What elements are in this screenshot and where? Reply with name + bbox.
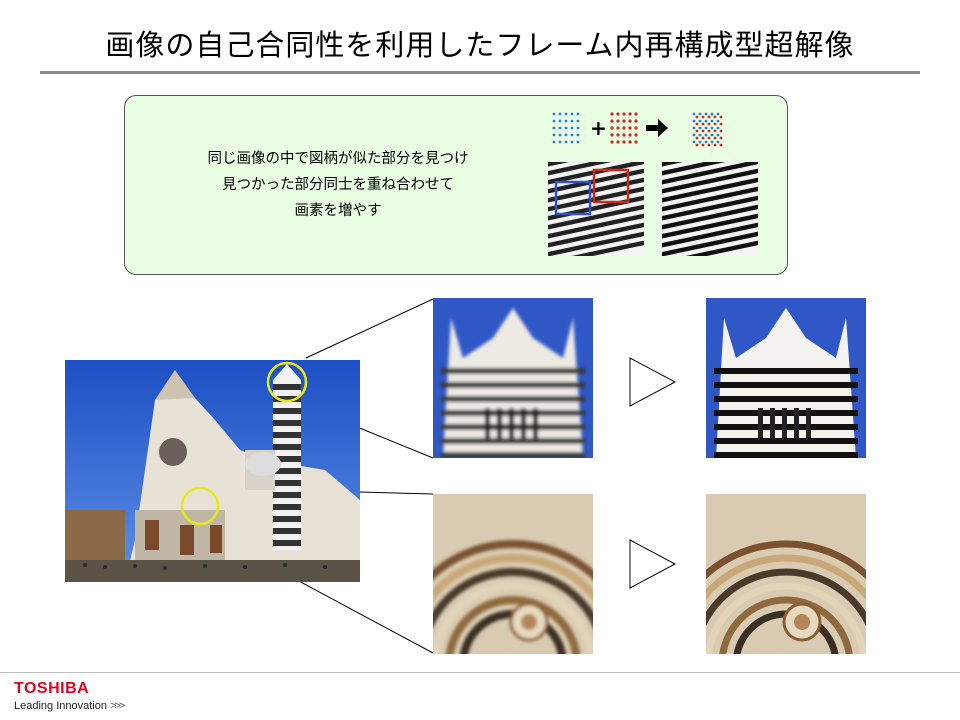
plus-symbol: + xyxy=(590,116,607,140)
process-arrow-bottom xyxy=(629,539,677,589)
result-patch-image xyxy=(662,162,758,256)
explanation-line-2: 見つかった部分同士を重ね合わせて xyxy=(222,177,454,193)
tagline-text: Leading Innovation xyxy=(14,700,107,712)
toshiba-logo: TOSHIBA xyxy=(14,680,90,697)
title-divider xyxy=(40,71,920,74)
explanation-text: 同じ画像の中で図柄が似た部分を見つけ 見つかった部分同士を重ね合わせて 画素を増… xyxy=(158,146,518,224)
tower-input-crop xyxy=(433,298,593,458)
brand-tagline: Leading Innovation >>> xyxy=(14,700,125,712)
tower-output-crop xyxy=(706,298,866,458)
source-patch-image xyxy=(548,162,644,256)
merged-dot-grid xyxy=(692,112,723,147)
portal-input-crop xyxy=(433,494,593,654)
portal-output-crop xyxy=(706,494,866,654)
chevrons-icon: >>> xyxy=(110,700,125,712)
footer-divider xyxy=(0,672,960,673)
explanation-line-1: 同じ画像の中で図柄が似た部分を見つけ xyxy=(207,151,469,167)
cathedral-photo xyxy=(65,360,360,582)
arrow-icon xyxy=(646,119,668,137)
portal-highlight-circle xyxy=(180,486,220,526)
slide-title: 画像の自己合同性を利用したフレーム内再構成型超解像 xyxy=(105,28,855,62)
tower-highlight-circle xyxy=(266,361,308,403)
red-dot-grid xyxy=(610,112,638,144)
explanation-line-3: 画素を増やす xyxy=(294,203,382,219)
blue-dot-grid xyxy=(552,112,580,144)
pixel-merge-diagram: + xyxy=(552,112,723,147)
process-arrow-top xyxy=(629,357,677,407)
